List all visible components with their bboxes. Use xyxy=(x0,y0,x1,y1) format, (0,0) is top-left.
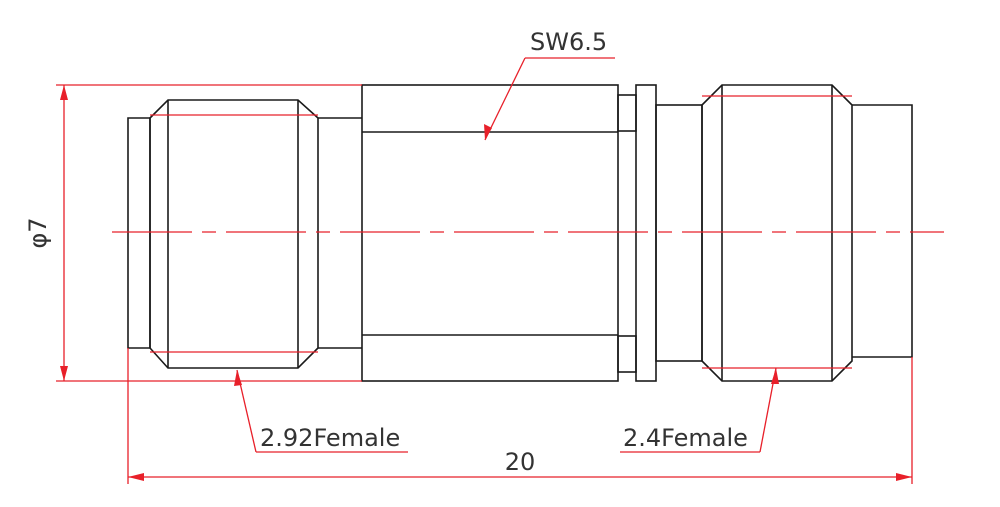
wrench-leader xyxy=(484,57,615,141)
left-connector-body xyxy=(127,99,362,369)
hex-body xyxy=(361,84,619,382)
diameter-dimension xyxy=(56,84,362,382)
flange xyxy=(617,84,703,382)
right-connector-label: 2.4Female xyxy=(623,424,748,452)
length-label: 20 xyxy=(505,448,536,476)
right-connector-body xyxy=(701,84,913,382)
left-connector-leader xyxy=(234,369,408,453)
wrench-label: SW6.5 xyxy=(530,28,607,56)
right-connector-leader xyxy=(620,367,779,453)
diameter-label: φ7 xyxy=(24,217,52,248)
length-dimension xyxy=(127,348,913,484)
left-connector-label: 2.92Female xyxy=(260,424,400,452)
thread-lines xyxy=(150,95,852,369)
